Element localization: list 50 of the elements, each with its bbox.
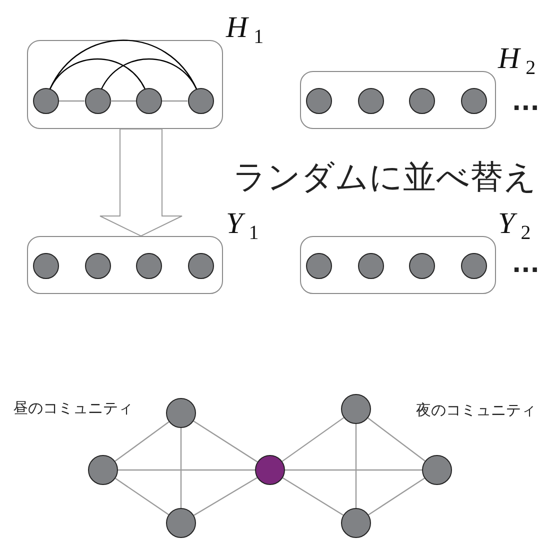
node-circle <box>136 88 162 114</box>
edge-line <box>115 478 169 516</box>
arc-edge <box>100 58 198 90</box>
edge-line <box>282 417 344 462</box>
edge-line <box>368 418 426 462</box>
node-circle <box>460 253 486 279</box>
ellipsis: ... <box>512 250 540 278</box>
community-label: 夜のコミュニティ <box>416 401 536 420</box>
edge-line <box>162 100 188 102</box>
group-heading: Y$_{2}$ <box>498 209 531 243</box>
node-circle <box>306 253 332 279</box>
edge-line <box>285 469 422 471</box>
node-circle <box>33 88 59 114</box>
edge-line <box>193 420 258 462</box>
node-circle <box>358 253 384 279</box>
edge-line <box>355 424 357 508</box>
node-circle <box>166 508 196 538</box>
node-circle <box>188 88 214 114</box>
edge-line <box>59 100 84 102</box>
highlighted-node-circle <box>255 455 285 485</box>
ellipsis: ... <box>512 88 540 116</box>
edge-line <box>114 421 170 462</box>
node-circle <box>136 253 162 279</box>
community-label: 昼のコミュニティ <box>13 399 133 418</box>
edge-line <box>118 469 255 471</box>
node-circle <box>88 455 118 485</box>
group-heading: H$_{1}$ <box>226 13 264 47</box>
node-circle <box>84 253 110 279</box>
node-circle <box>306 88 332 114</box>
node-circle <box>341 394 371 424</box>
node-circle <box>409 253 435 279</box>
edge-label: ランダムに並べ替え <box>233 156 537 198</box>
edge-line <box>180 428 182 508</box>
edge-line <box>194 477 258 516</box>
group-heading: H$_{2}$ <box>498 44 536 78</box>
edge-line <box>282 477 344 516</box>
node-circle <box>84 88 110 114</box>
node-circle <box>33 253 59 279</box>
group-heading: Y$_{1}$ <box>226 209 259 243</box>
block-arrow <box>100 128 182 237</box>
arc-edge <box>49 58 146 90</box>
node-circle <box>188 253 214 279</box>
edge-line <box>368 478 425 516</box>
node-circle <box>166 398 196 428</box>
node-circle <box>422 455 452 485</box>
node-circle <box>358 88 384 114</box>
node-circle <box>409 88 435 114</box>
node-circle <box>341 508 371 538</box>
node-circle <box>460 88 486 114</box>
edge-line <box>110 100 136 102</box>
